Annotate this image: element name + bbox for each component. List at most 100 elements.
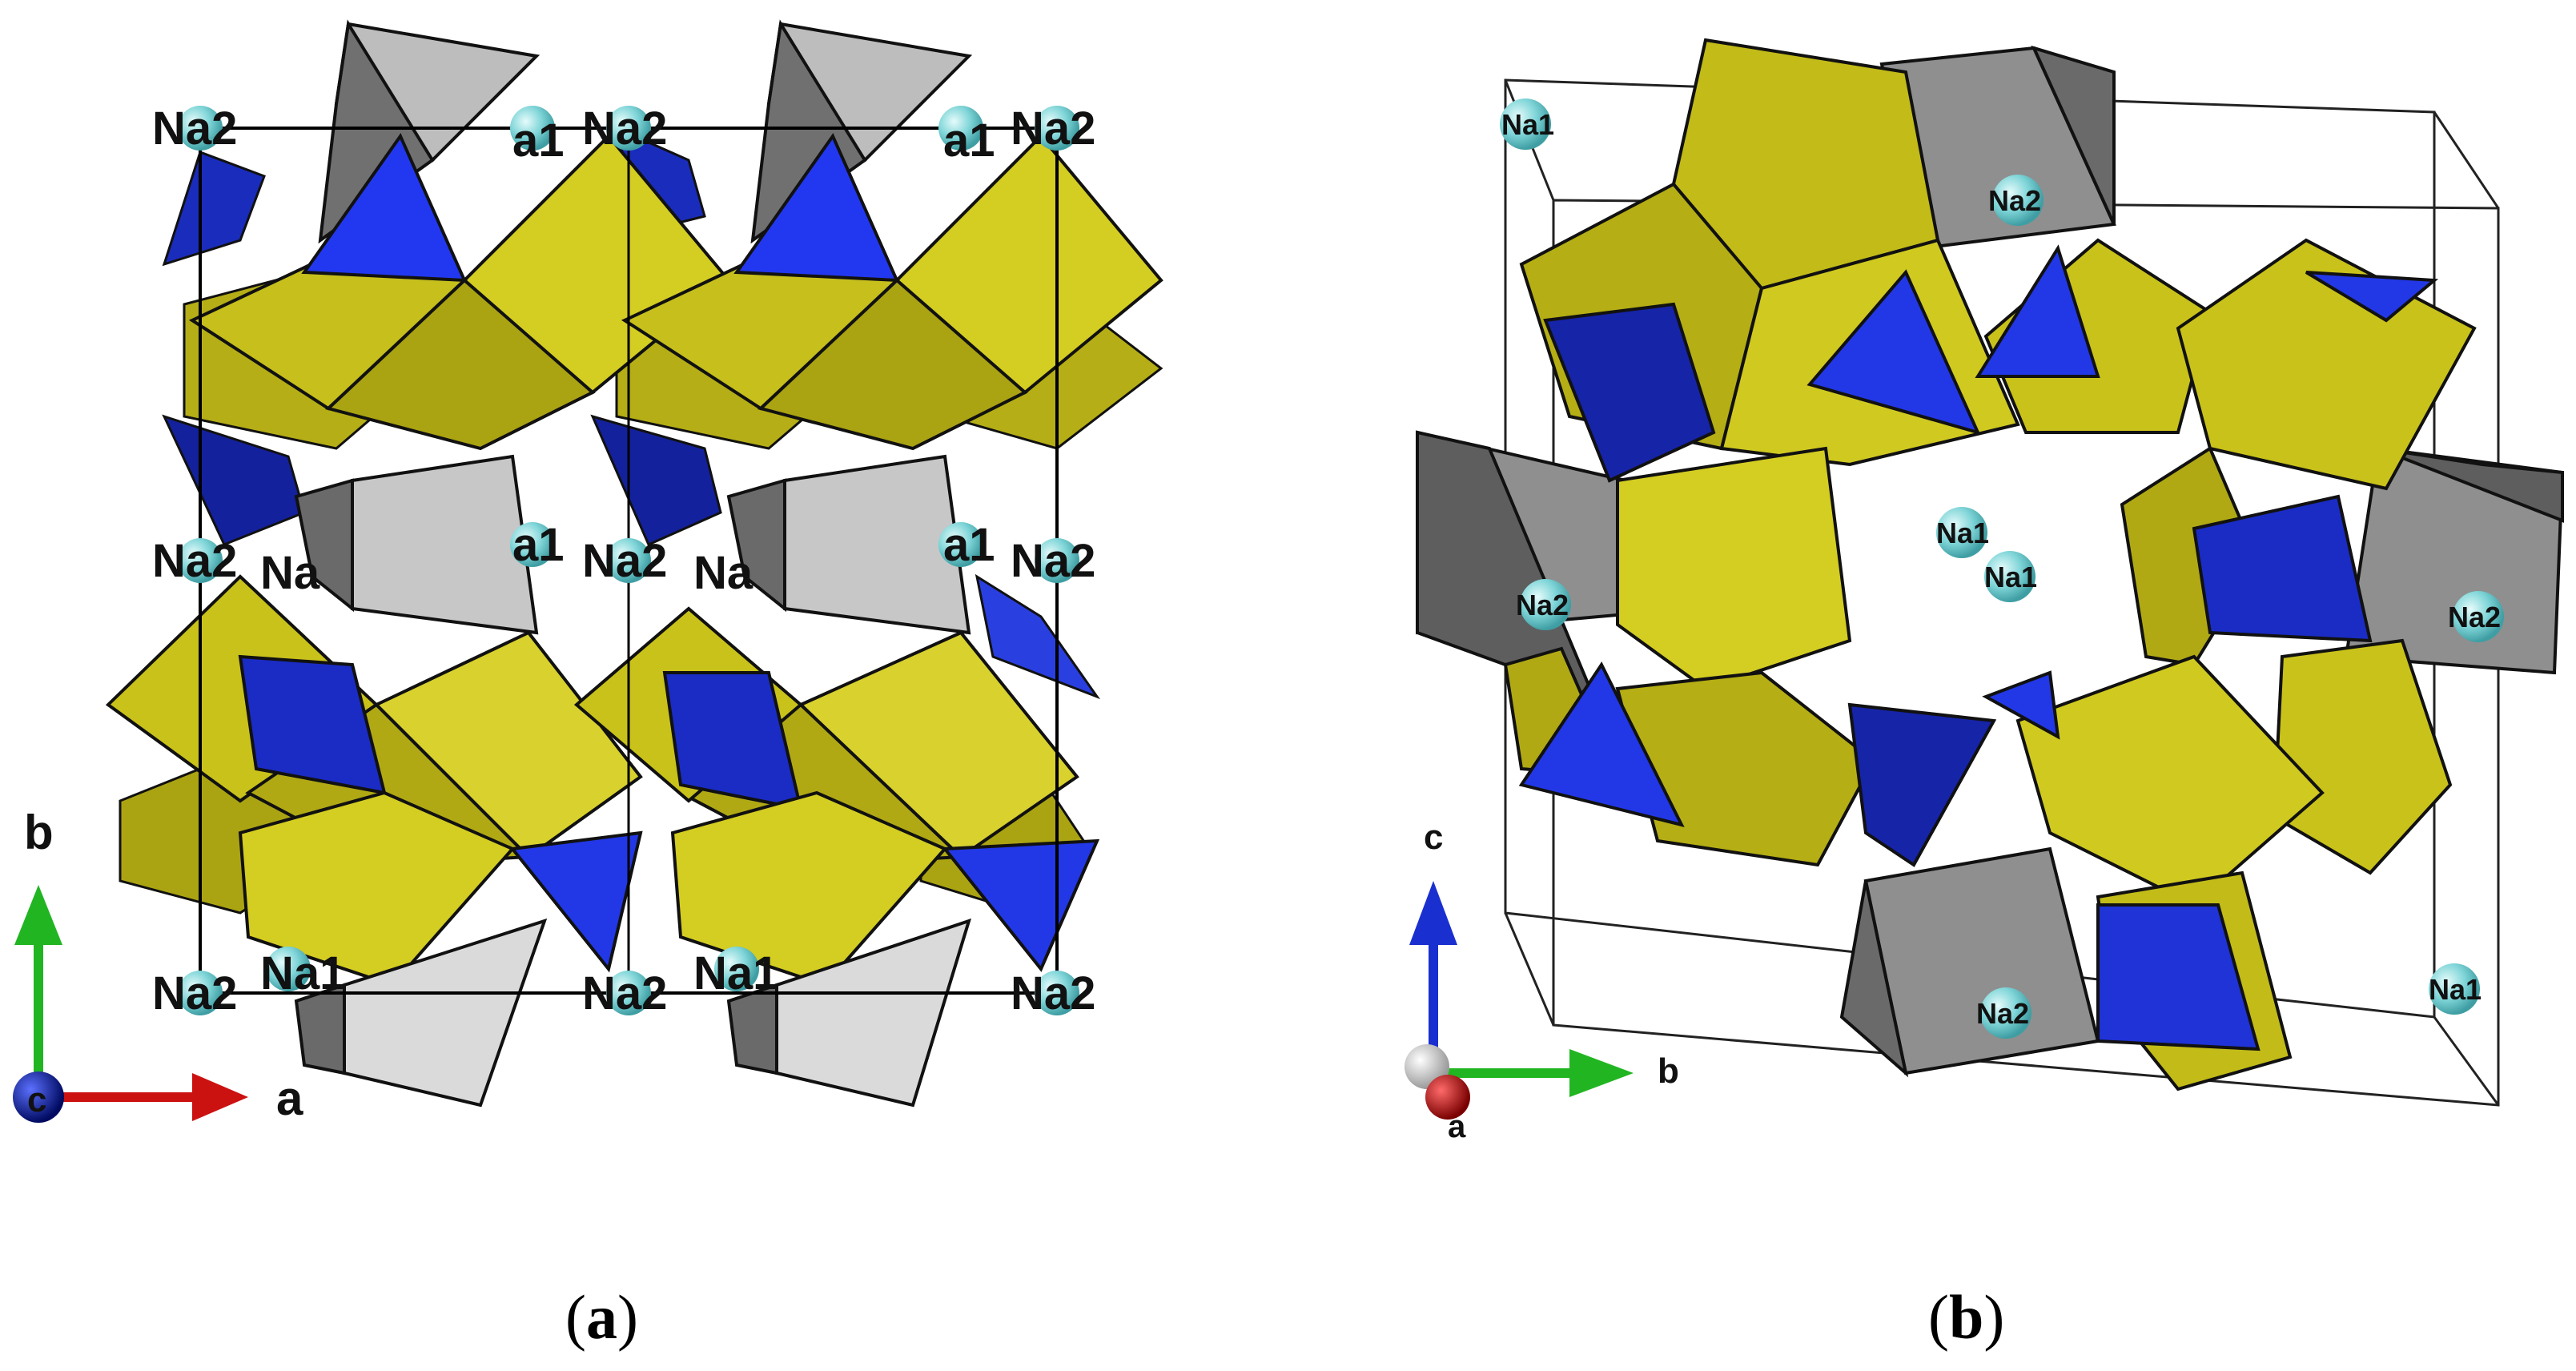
blue-tetrahedron	[162, 151, 266, 267]
atom-label: Na1	[260, 947, 345, 999]
gray-tetrahedron	[351, 454, 539, 635]
blue-tetrahedron	[590, 414, 722, 546]
blue-tetrahedron	[301, 132, 468, 283]
yellow-octahedron	[2272, 638, 2453, 875]
na-atom	[510, 106, 555, 151]
atom-label: Na	[693, 547, 754, 599]
panel-b-atom-labels: Na1 Na2 Na1 Na1 Na2 Na2 Na2 Na1	[1501, 108, 2501, 1030]
panel-b-caption-letter: b	[1948, 1282, 1984, 1352]
gray-tetrahedron	[294, 983, 346, 1075]
panel-b: Na1 Na2 Na1 Na1 Na2 Na2 Na2 Na1 c b a	[1405, 38, 2565, 1144]
yellow-octahedron	[1615, 670, 1876, 867]
na-atom	[938, 106, 983, 151]
atom-label: a1	[512, 519, 565, 571]
na-atom	[606, 538, 651, 583]
atom-label: Na2	[152, 103, 237, 155]
na-atom	[266, 947, 311, 991]
gray-tetrahedron	[726, 478, 786, 613]
na-atom	[1984, 551, 2035, 602]
blue-tetrahedron	[1543, 302, 1716, 483]
atom-label: Na1	[1501, 108, 1554, 141]
atom-label: Na1	[2429, 973, 2482, 1006]
na-atom	[178, 538, 223, 583]
panel-a-atom-labels: Na2 a1 Na2 a1 Na2 Na2 Na a1 Na2 Na a1 Na…	[152, 103, 1095, 1019]
gray-tetrahedron	[2031, 45, 2116, 225]
blue-tetrahedron	[2096, 903, 2261, 1051]
axis-b-arrowhead	[1569, 1049, 1634, 1097]
na-atom	[1035, 971, 1079, 1015]
na-atom	[178, 971, 223, 1015]
atom-label: Na2	[582, 535, 667, 587]
yellow-octahedron	[238, 790, 516, 987]
atom-label: Na2	[1988, 184, 2041, 217]
blue-tetrahedron	[1975, 244, 2100, 378]
axis-c-ball	[13, 1071, 64, 1123]
panel-a-polyhedra	[105, 19, 1163, 1108]
atom-label: Na1	[1936, 517, 1989, 549]
na-atom	[178, 106, 223, 151]
axis-label-a: a	[276, 1071, 303, 1125]
atom-label: Na2	[1011, 535, 1095, 587]
na-atom	[1500, 99, 1551, 150]
atom-label: Na2	[1011, 103, 1095, 155]
gray-tetrahedron	[294, 478, 354, 613]
blue-tetrahedron	[1806, 269, 1981, 436]
blue-tetrahedron	[509, 830, 643, 973]
gray-tetrahedron	[1863, 846, 2100, 1075]
panel-b-polyhedra	[1416, 38, 2565, 1092]
blue-tetrahedron	[975, 573, 1101, 700]
blue-tetrahedron	[733, 132, 900, 283]
blue-tetrahedron	[942, 838, 1100, 972]
atom-label: Na2	[2448, 601, 2501, 633]
atom-label: Na2	[152, 535, 237, 587]
na-atom	[2453, 591, 2504, 642]
na-atom	[606, 971, 651, 1015]
atom-label: Na2	[152, 967, 237, 1019]
panel-a-atoms	[178, 106, 1079, 1015]
blue-tetrahedron	[2305, 271, 2439, 323]
gray-tetrahedron	[750, 19, 867, 244]
panel-b-caption: (b)	[1928, 1282, 2005, 1352]
axis-label-a: a	[1448, 1109, 1466, 1144]
atom-label: a1	[512, 115, 565, 167]
axis-a-arrowhead	[192, 1073, 248, 1121]
na-atom	[938, 522, 983, 567]
atom-label: Na	[260, 547, 320, 599]
na-atom	[1936, 507, 1987, 558]
panel-b-axes: c b a	[1405, 818, 1679, 1144]
yellow-octahedron	[2015, 654, 2325, 907]
axis-c-arrowhead	[1409, 881, 1457, 945]
gray-tetrahedron	[318, 19, 435, 244]
atom-label: Na2	[582, 103, 667, 155]
atom-label: Na2	[1976, 997, 2029, 1030]
gray-tetrahedron	[726, 983, 778, 1075]
blue-tetrahedron	[1982, 670, 2060, 740]
panel-b-atoms	[1500, 99, 2504, 1039]
yellow-octahedron	[670, 790, 948, 987]
panel-a-caption-letter: a	[585, 1282, 617, 1352]
panel-a: Na2 a1 Na2 a1 Na2 Na2 Na a1 Na2 Na a1 Na…	[13, 19, 1163, 1125]
axis-label-b: b	[24, 806, 54, 859]
na-atom	[2429, 963, 2480, 1015]
na-atom	[1992, 175, 2044, 226]
na-atom	[1035, 538, 1079, 583]
atom-label: a1	[943, 519, 995, 571]
atom-label: a1	[943, 115, 995, 167]
blue-tetrahedron	[1518, 661, 1685, 827]
atom-label: Na2	[582, 967, 667, 1019]
blue-tetrahedron	[1847, 702, 1997, 867]
atom-label: Na1	[693, 947, 778, 999]
na-atom	[1520, 579, 1571, 630]
atom-label: Na1	[1984, 561, 2037, 593]
axis-a-ball	[1425, 1075, 1470, 1120]
panel-a-caption: (a)	[565, 1282, 638, 1352]
atom-label: Na2	[1516, 589, 1569, 621]
axis-label-c: c	[1424, 818, 1443, 857]
na-atom	[510, 522, 555, 567]
axis-b-arrowhead	[14, 885, 62, 945]
na-atom	[606, 106, 651, 151]
blue-tetrahedron	[2192, 494, 2373, 643]
axis-label-c: c	[27, 1080, 46, 1120]
na-atom	[1035, 106, 1079, 151]
